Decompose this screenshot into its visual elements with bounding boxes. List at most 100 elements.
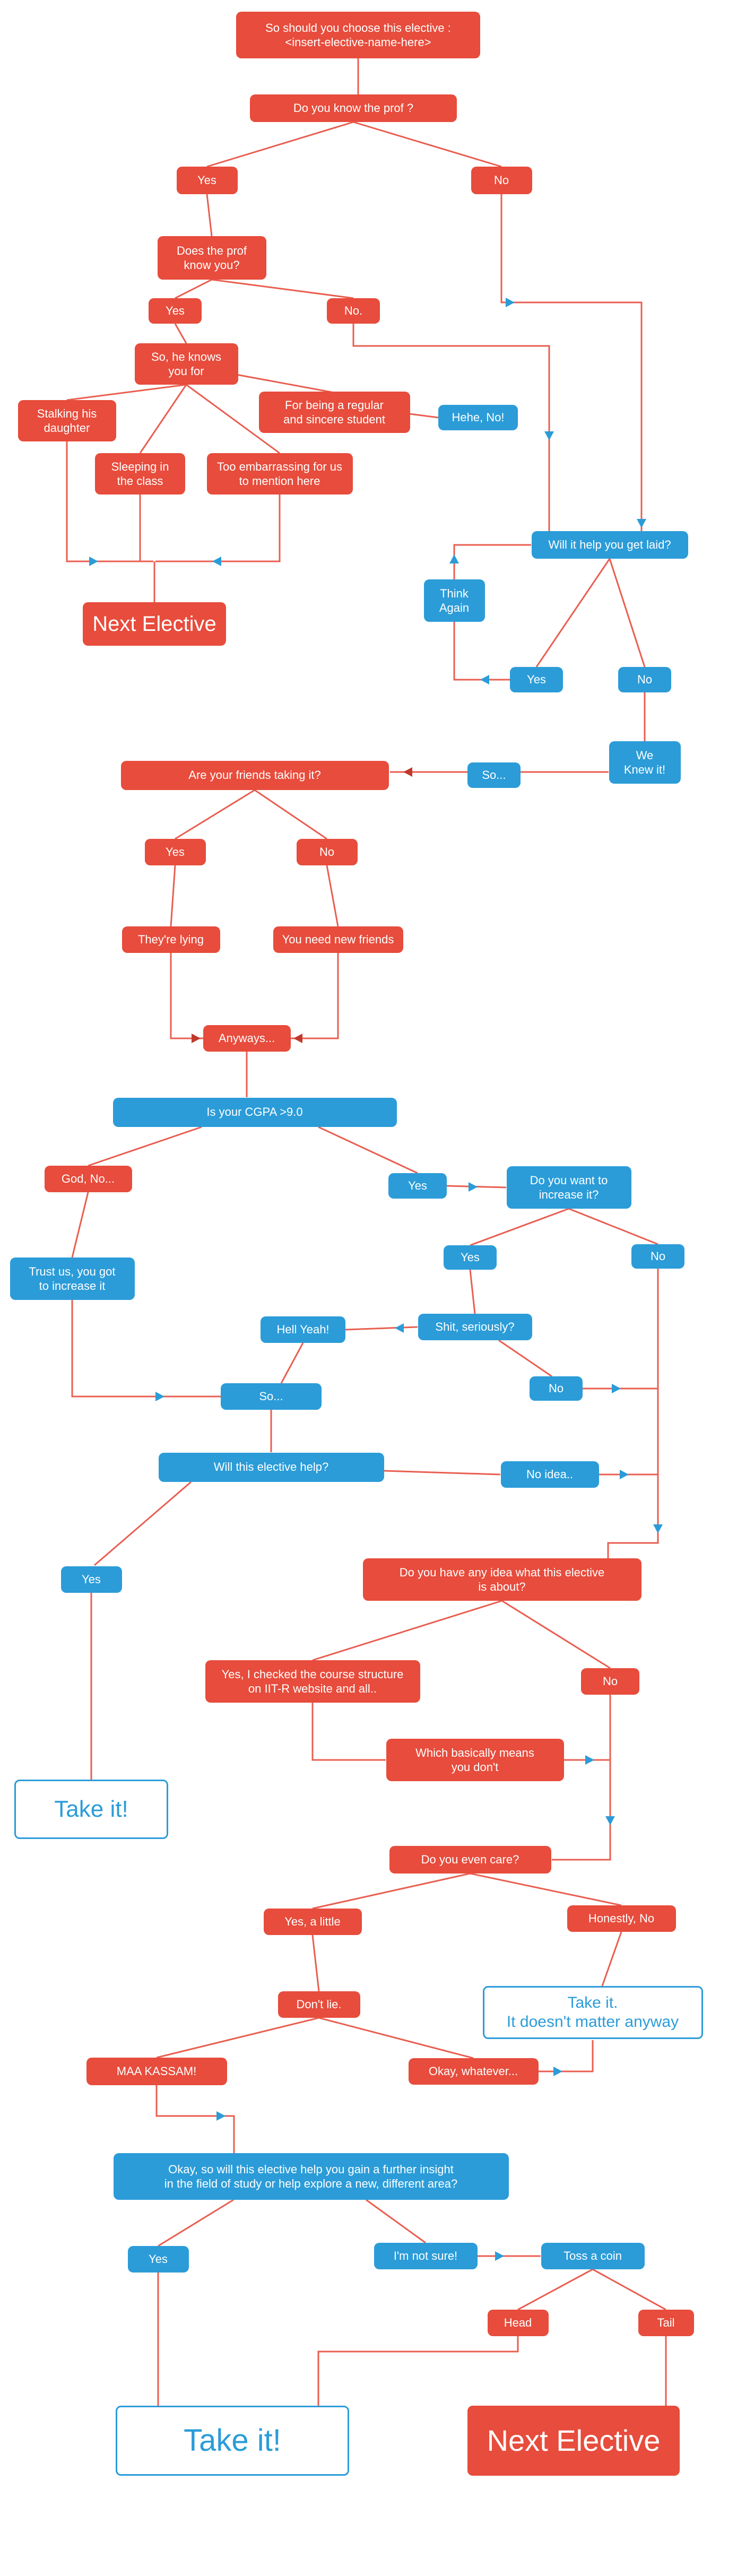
node-yes-increase: Yes (444, 1245, 497, 1270)
node-know-prof: Do you know the prof ? (250, 94, 457, 122)
node-theyre-lying: They're lying (122, 926, 220, 953)
node-no-laid: No (618, 667, 671, 692)
node-think-again: Think Again (423, 579, 485, 622)
connector-knows-you-for-to-stalking (66, 384, 187, 401)
node-tail: Tail (638, 2310, 694, 2336)
connector-think-again-to-get-laid (453, 544, 531, 579)
arrowhead-right-icon (553, 2067, 562, 2076)
node-need-new-friends: You need new friends (273, 926, 403, 953)
node-cgpa: Is your CGPA >9.0 (112, 1097, 397, 1127)
connector-cgpa-to-yes-cgpa (318, 1126, 418, 1174)
node-okay-whatever: Okay, whatever... (408, 2058, 539, 2085)
arrowhead-left-icon (480, 675, 489, 684)
connector-theyre-lying-to-anyways (170, 953, 203, 1039)
connector-no-friends-to-need-new-friends (326, 865, 339, 927)
node-take-it-2: Take it. It doesn't matter anyway (482, 1986, 703, 2039)
node-prof-know-you: Does the prof know you? (157, 236, 266, 280)
connector-prof-know-you-to-yes-prof-knows (175, 279, 212, 299)
node-god-no: God, No... (44, 1166, 132, 1192)
connector-prof-know-you-to-no-prof-knows (211, 279, 354, 299)
arrowhead-down-icon (637, 519, 646, 528)
connector-toss-a-coin-to-head (517, 2268, 593, 2311)
node-hehe-no: Hehe, No! (438, 405, 518, 430)
node-take-it-1: Take it! (14, 1780, 168, 1839)
connector-even-care-to-yes-a-little (312, 1872, 471, 1910)
connector-stalking-to-next-elective-1 (66, 441, 153, 562)
connector-yes-a-little-to-dont-lie (311, 1935, 320, 1992)
connector-friends-taking-to-yes-friends (175, 789, 255, 840)
connector-yes-laid-to-think-again (453, 622, 510, 681)
node-next-elective-1: Next Elective (83, 602, 226, 646)
arrowhead-left-icon (293, 1034, 302, 1043)
node-dont-lie: Don't lie. (278, 1991, 360, 2018)
arrowhead-right-icon (192, 1034, 201, 1043)
node-anyways: Anyways... (203, 1025, 291, 1052)
node-yes-laid: Yes (510, 667, 563, 692)
connector-yes-increase-to-shit-seriously (469, 1269, 476, 1314)
connector-get-laid-to-no-laid (609, 558, 646, 667)
connector-head-to-take-it-final (317, 2336, 519, 2406)
node-no-know-prof: No (471, 167, 532, 194)
node-not-sure: I'm not sure! (374, 2243, 478, 2269)
arrowhead-left-icon (403, 767, 412, 777)
connector-increase-it-to-no-increase (568, 1208, 658, 1245)
connector-hell-yeah-to-so-2 (280, 1342, 304, 1384)
node-big-question: Okay, so will this elective help you gai… (113, 2153, 509, 2200)
arrowhead-right-icon (155, 1392, 164, 1401)
connector-get-laid-to-yes-laid (535, 558, 611, 667)
connector-know-prof-to-no-know-prof (353, 121, 502, 168)
node-basically-dont: Which basically means you don't (386, 1739, 564, 1781)
node-yes-help: Yes (60, 1566, 122, 1593)
connector-yes-friends-to-theyre-lying (170, 865, 176, 927)
arrowhead-right-icon (620, 1470, 629, 1479)
node-yes-a-little: Yes, a little (263, 1909, 362, 1935)
connector-okay-whatever-to-take-it-2 (539, 2040, 594, 2072)
connector-checked-structure-to-basically-dont (311, 1703, 386, 1761)
node-trust-us: Trust us, you got to increase it (10, 1257, 135, 1300)
connector-shit-seriously-to-hell-yeah (345, 1326, 418, 1331)
connector-any-idea-to-checked-structure (312, 1600, 502, 1661)
connector-big-question-to-not-sure (366, 2199, 426, 2244)
arrowhead-right-icon (216, 2111, 226, 2121)
node-any-idea: Do you have any idea what this elective … (362, 1558, 641, 1601)
node-shit-seriously: Shit, seriously? (418, 1314, 532, 1340)
connector-yes-know-prof-to-prof-know-you (206, 194, 213, 237)
arrowhead-right-icon (612, 1384, 621, 1393)
node-maa-kassam: MAA KASSAM! (86, 2058, 227, 2085)
arrowhead-down-icon (653, 1524, 663, 1533)
node-no-seriously: No (530, 1376, 583, 1401)
connector-knows-you-for-to-sleeping (139, 384, 187, 454)
node-elective-help: Will this elective help? (158, 1452, 384, 1482)
node-start: So should you choose this elective : <in… (236, 12, 480, 58)
connector-toss-a-coin-to-tail (592, 2268, 666, 2311)
connector-increase-it-to-yes-increase (470, 1208, 569, 1246)
connector-no-know-prof-to-get-laid (500, 194, 643, 531)
arrowhead-right-icon (506, 298, 515, 307)
connector-god-no-to-trust-us (71, 1192, 89, 1258)
node-increase-it: Do you want to increase it? (506, 1166, 631, 1209)
node-even-care: Do you even care? (389, 1846, 551, 1874)
arrowhead-right-icon (495, 2251, 504, 2261)
node-yes-know-prof: Yes (176, 167, 238, 194)
connector-friends-taking-to-no-friends (254, 789, 327, 840)
node-regular-student: For being a regular and sincere student (258, 392, 410, 433)
connector-embarrassing-to-next-elective-1 (155, 495, 281, 562)
connector-dont-lie-to-maa-kassam (156, 2017, 319, 2059)
node-embarrassing: Too embarrassing for us to mention here (206, 453, 353, 495)
connector-no-idea-about-to-even-care (552, 1695, 611, 1861)
node-toss-a-coin: Toss a coin (541, 2243, 645, 2269)
connector-knows-you-for-to-embarrassing (186, 384, 280, 454)
arrowhead-down-icon (544, 431, 554, 440)
node-get-laid: Will it help you get laid? (531, 531, 688, 559)
node-stalking: Stalking his daughter (18, 400, 116, 441)
connector-honestly-no-to-take-it-2 (601, 1931, 622, 1987)
node-next-elective-2: Next Elective (467, 2406, 680, 2476)
node-yes-friends: Yes (144, 839, 206, 865)
node-no-idea-about: No (581, 1668, 639, 1695)
node-head: Head (487, 2310, 549, 2336)
connector-even-care-to-honestly-no (470, 1872, 622, 1906)
arrowhead-right-icon (585, 1755, 594, 1765)
arrowhead-left-icon (212, 557, 221, 566)
node-honestly-no: Honestly, No (567, 1905, 676, 1932)
node-checked-structure: Yes, I checked the course structure on I… (205, 1660, 420, 1703)
